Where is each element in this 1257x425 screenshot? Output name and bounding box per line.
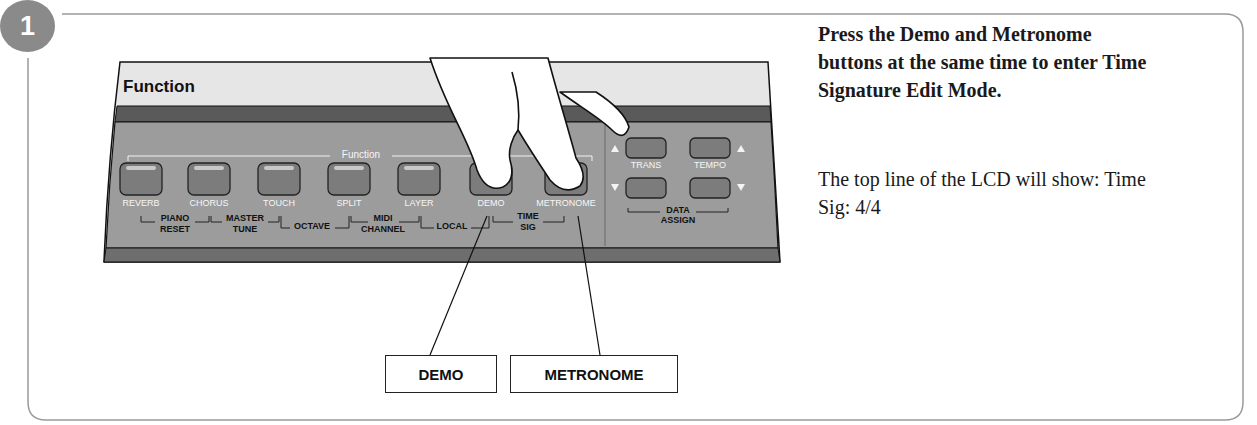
function-label: TIME bbox=[517, 212, 539, 221]
button-label: TEMPO bbox=[694, 161, 726, 170]
note-text: The top line of the LCD will show: Time … bbox=[818, 165, 1148, 221]
function-label: DATA bbox=[666, 206, 690, 215]
button-label: REVERB bbox=[122, 199, 159, 208]
function-label: LOCAL bbox=[437, 222, 468, 231]
panel-title: Function bbox=[123, 78, 195, 95]
section-label: Function bbox=[338, 150, 384, 160]
button-label: TOUCH bbox=[263, 199, 295, 208]
button-label: LAYER bbox=[405, 199, 434, 208]
callout-box: DEMO bbox=[385, 355, 497, 393]
callout-box: METRONOME bbox=[510, 355, 678, 393]
function-label: MASTER bbox=[226, 214, 264, 223]
function-label: PIANO bbox=[161, 214, 190, 223]
step-number: 1 bbox=[0, 0, 55, 52]
function-label: OCTAVE bbox=[294, 222, 330, 231]
function-label: RESET bbox=[160, 225, 190, 234]
function-label: ASSIGN bbox=[661, 216, 696, 225]
button-label: TRANS bbox=[631, 161, 662, 170]
button-label: DEMO bbox=[478, 199, 505, 208]
button-label: METRONOME bbox=[536, 199, 596, 208]
step-number-text: 1 bbox=[20, 11, 35, 42]
function-label: MIDI bbox=[374, 214, 393, 223]
button-label: CHORUS bbox=[189, 199, 228, 208]
callout-box-text: DEMO bbox=[419, 366, 464, 383]
function-label: TUNE bbox=[233, 225, 258, 234]
callout-box-text: METRONOME bbox=[544, 366, 643, 383]
function-label: SIG bbox=[520, 223, 536, 232]
button-label: SPLIT bbox=[336, 199, 361, 208]
function-label: CHANNEL bbox=[361, 225, 405, 234]
instruction-text: Press the Demo and Metronome buttons at … bbox=[818, 20, 1148, 104]
